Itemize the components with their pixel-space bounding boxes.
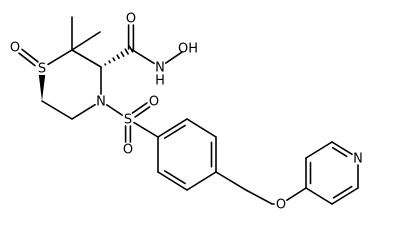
atom-n_hydroxamic: N [155,61,165,76]
bond-s_sulfonyl-ph1 [133,121,159,138]
atom-o_carbonyl: O [126,12,136,27]
atom-label-n_pyridine: N [353,152,363,167]
bond-py2-py3 [305,141,333,159]
atom-label-s_ring: S [38,62,46,77]
atom-o_sulfonyl_bottom: O [123,143,133,158]
bond-c6-s_ring [38,75,46,101]
bond-c2-me2 [71,31,101,51]
bond-n4-c5 [71,103,96,120]
atom-n_pyridine: N [353,152,363,167]
bond-ph4-ph5 [186,171,217,191]
bond-ph2-ph3 [186,118,217,138]
bond-ph4-o_ether [215,171,275,205]
bond-c5-c6 [41,100,73,120]
atom-o_sulfoxide: O [10,41,20,56]
bond-o_ether-py1 [286,187,307,202]
bond-s_sulfonyl-o_sulfonyl_top-second [131,102,148,114]
bond-s_sulfonyl-o_sulfonyl_top [134,106,151,118]
atom-o_sulfonyl_top: O [149,95,159,110]
bond-n_hydroxamic-oh_group [164,51,184,64]
atom-label-o_ether: O [276,198,286,213]
bond-py5-py6-inner [332,185,353,199]
bond-s_ring-o_sulfoxide [21,48,39,63]
bond-ph1-ph2 [157,118,188,138]
atom-label-o_sulfoxide: O [10,41,20,56]
bond-c2-c3 [71,49,102,68]
atom-label-n4: N [96,95,106,110]
atom-label-o_sulfonyl_top: O [149,95,159,110]
atom-s_ring: S [38,62,46,77]
bond-py6-py1 [305,187,333,205]
atom-h_on_n: H [155,74,165,89]
bond-ph5-ph6 [157,171,188,191]
atom-label-s_sulfonyl: S [124,113,132,128]
bond-s_ring-c2 [47,49,73,66]
atom-n4: N [96,95,106,110]
atom-o_ether: O [276,198,286,213]
atom-label-h_on_n: H [155,74,165,89]
bond-c_carbonyl-n_hydroxamic [130,48,155,65]
bond-ph1-ph2-inner [163,124,186,139]
bond-n4-s_sulfonyl [106,104,123,116]
atom-label-o_carbonyl: O [126,12,136,27]
bond-ph5-ph6-inner [163,170,186,185]
bond-py3-n_pyridine [331,141,353,156]
atom-label-n_hydroxamic: N [155,61,165,76]
bond-layer [18,16,359,205]
bond-py5-py6 [331,187,359,205]
bond-s_ring-o_sulfoxide-second [18,52,36,67]
bond-py3-n_pyridine-inner [331,146,348,158]
atom-oh_group: OH [178,42,198,57]
atom-label-o_sulfonyl_bottom: O [123,143,133,158]
atom-label-oh_group: OH [178,42,198,57]
atom-s_sulfonyl: S [124,113,132,128]
